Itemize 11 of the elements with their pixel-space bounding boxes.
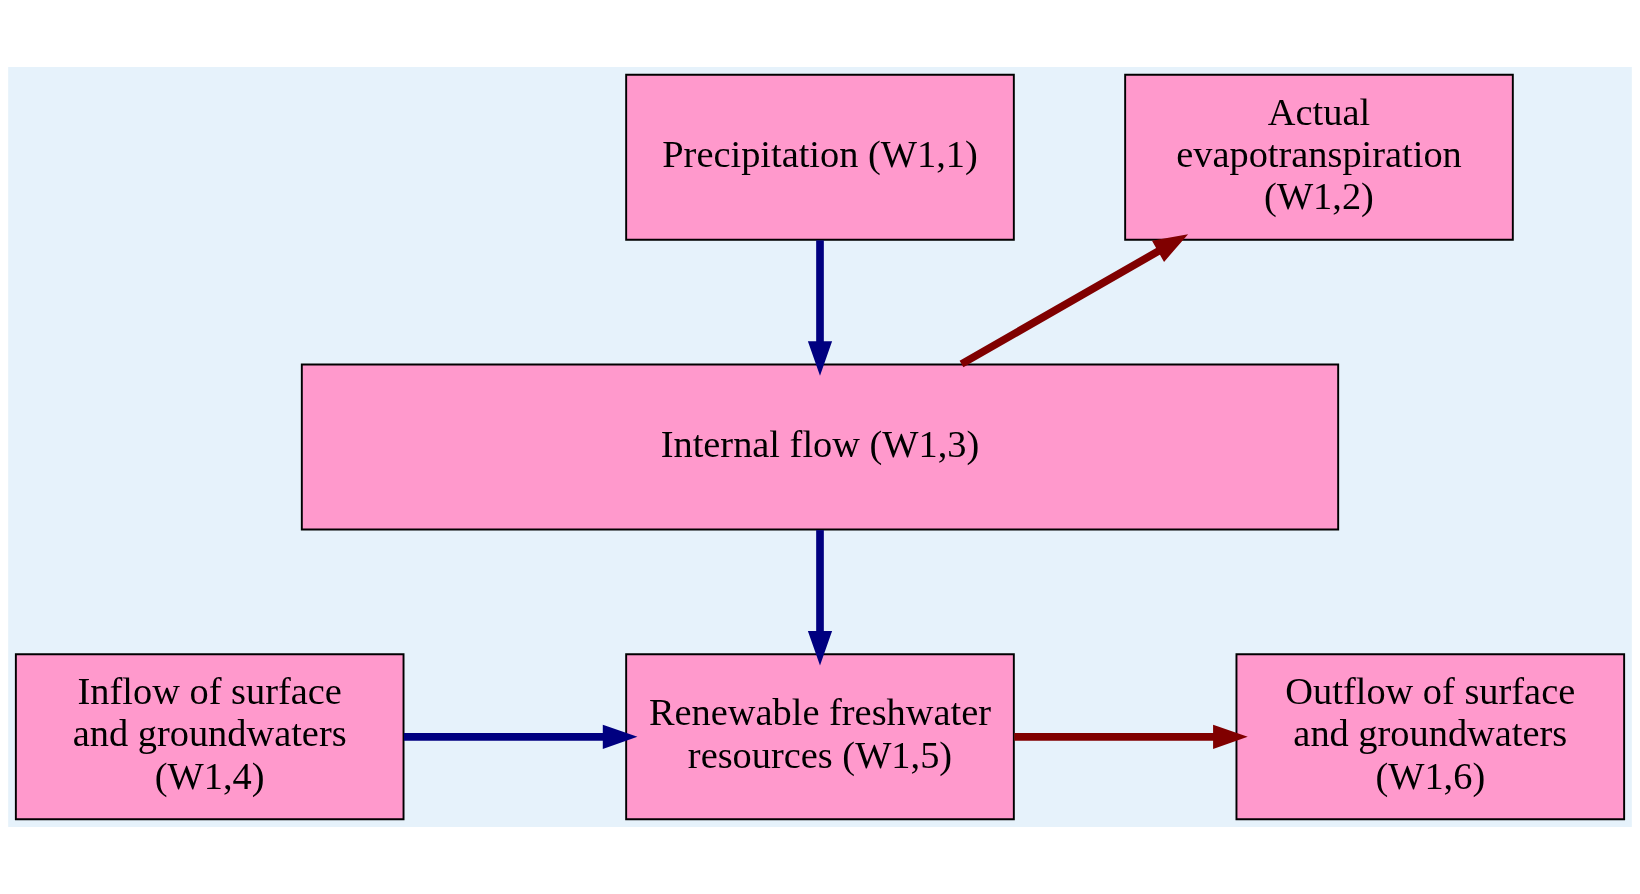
node-box: Actual evapotranspiration (W1,2) bbox=[1124, 73, 1514, 241]
arrow bbox=[404, 724, 638, 749]
node-box: Inflow of surface and groundwaters (W1,4) bbox=[14, 653, 405, 821]
node-box: Internal flow (W1,3) bbox=[300, 363, 1340, 531]
arrow bbox=[1014, 724, 1248, 749]
arrow bbox=[807, 530, 833, 666]
arrow bbox=[959, 234, 1189, 368]
node-box: Precipitation (W1,1) bbox=[625, 73, 1015, 241]
node-box: Renewable freshwater resources (W1,5) bbox=[625, 653, 1015, 821]
node-box: Outflow of surface and groundwaters (W1,6) bbox=[1235, 653, 1626, 821]
arrow bbox=[807, 240, 833, 376]
